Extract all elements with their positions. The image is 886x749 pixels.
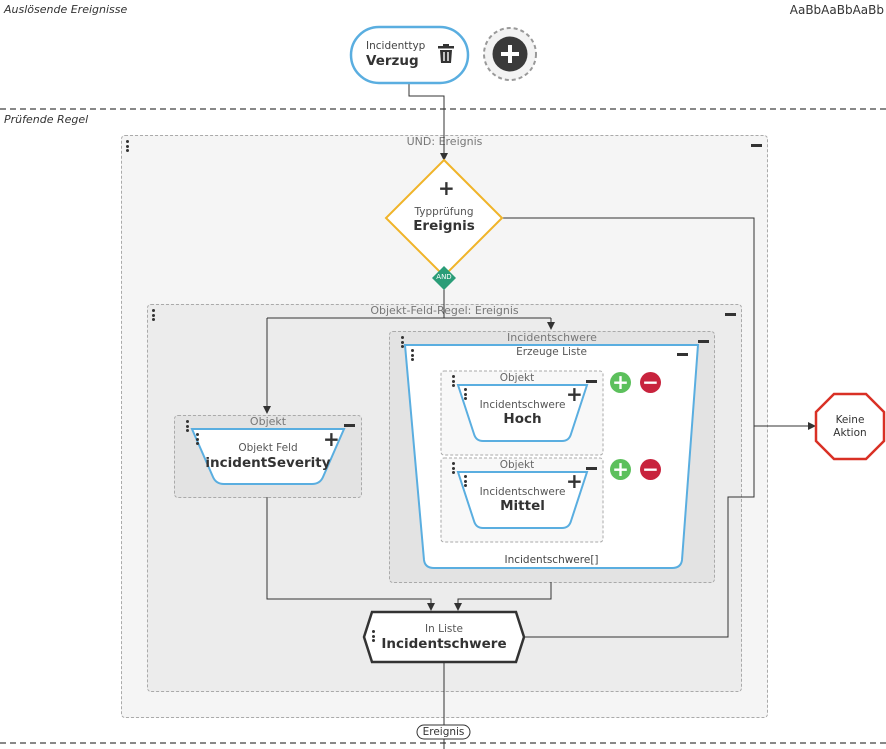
in-list-node[interactable]: In Liste Incidentschwere (364, 612, 524, 662)
and-badge[interactable]: AND (436, 273, 452, 281)
object-high-menu-icon[interactable] (452, 375, 456, 389)
trigger-node-shape (349, 25, 470, 85)
object-mid-title: Objekt (499, 459, 535, 471)
object-mid-menu-icon[interactable] (452, 462, 456, 476)
connector-inlist-right (524, 426, 755, 638)
object-mid[interactable]: Objekt + Incidentschwere Mittel (441, 458, 603, 542)
list-node[interactable]: Erzeuge Liste Incidentschwere[] (405, 345, 698, 568)
trigger-node[interactable]: Incidenttyp Verzug (351, 27, 468, 83)
object-mid-node-menu-icon[interactable] (464, 475, 468, 489)
no-action-shape (814, 392, 886, 461)
object-high-node-menu-icon[interactable] (464, 388, 468, 402)
no-action-node[interactable]: Keine Aktion (816, 394, 884, 459)
object-high-add-icon[interactable]: + (566, 382, 583, 406)
connector-trigger (408, 83, 448, 161)
object-mid-shape (456, 471, 589, 529)
object-left-shape (190, 428, 346, 485)
object-left-menu-icon[interactable] (186, 420, 190, 434)
incident-group-title: Incidentschwere (507, 331, 597, 344)
object-high-value: Hoch (503, 411, 542, 427)
object-left-value: incidentSeverity (205, 455, 331, 471)
connector-diamond-stop (502, 217, 816, 430)
incident-group-collapse-icon[interactable] (698, 340, 709, 343)
trigger-value: Verzug (366, 53, 419, 69)
in-list-value: Incidentschwere (381, 636, 507, 652)
object-mid-collapse-icon[interactable] (586, 467, 597, 470)
in-list-shape (362, 610, 526, 664)
incident-group-menu-icon[interactable] (401, 336, 405, 350)
field-rule-group-menu-icon[interactable] (152, 309, 156, 323)
type-check-add-icon[interactable]: + (438, 176, 455, 200)
list-node-footer: Incidentschwere[] (504, 554, 599, 566)
object-left-node[interactable]: + Objekt Feld incidentSeverity (192, 429, 344, 484)
list-node-collapse-icon[interactable] (677, 353, 688, 356)
field-rule-group-collapse-icon[interactable] (725, 313, 736, 316)
and-group-menu-icon[interactable] (126, 140, 130, 154)
section-title-rule: Prüfende Regel (4, 113, 89, 126)
type-check-label: Typprüfung (414, 206, 474, 218)
add-trigger-button[interactable] (484, 28, 536, 80)
bottom-tag[interactable]: Ereignis (422, 726, 465, 738)
connector-left-to-inlist (266, 497, 435, 611)
object-high-shape (456, 384, 589, 442)
no-action-line2: Aktion (833, 427, 867, 439)
object-left-node-menu-icon[interactable] (196, 433, 200, 447)
list-node-menu-icon[interactable] (411, 349, 415, 363)
remove-high-button[interactable]: − (640, 372, 661, 393)
section-title-trigger: Auslösende Ereignisse (4, 3, 128, 16)
and-group-collapse-icon[interactable] (751, 144, 762, 147)
section-divider (0, 108, 886, 110)
object-mid-value: Mittel (500, 498, 545, 514)
type-check-node[interactable]: + Typprüfung Ereignis (386, 160, 502, 276)
font-size-selector[interactable]: AaBbAaBbAaBb (789, 3, 884, 17)
object-mid-add-icon[interactable]: + (566, 469, 583, 493)
section-divider-bottom (0, 742, 886, 744)
object-left-collapse-icon[interactable] (344, 424, 355, 427)
add-mid-button[interactable]: + (610, 459, 631, 480)
object-left-add-icon[interactable]: + (323, 427, 340, 451)
object-left-title: Objekt (249, 415, 287, 428)
connector-list-to-inlist (454, 582, 552, 611)
object-high[interactable]: Objekt + Incidentschwere Hoch (441, 371, 603, 455)
object-mid-label: Incidentschwere (479, 486, 566, 498)
remove-mid-button[interactable]: − (640, 459, 661, 480)
object-left-label: Objekt Feld (238, 442, 298, 454)
in-list-menu-icon[interactable] (372, 630, 376, 644)
object-high-collapse-icon[interactable] (586, 380, 597, 383)
trash-icon[interactable] (438, 44, 454, 63)
type-check-value: Ereignis (413, 218, 475, 234)
add-high-button[interactable]: + (610, 372, 631, 393)
and-badge-shape (432, 266, 456, 290)
trigger-label: Incidenttyp (366, 40, 426, 52)
in-list-label: In Liste (425, 623, 463, 635)
bottom-tag-shape (416, 724, 471, 740)
object-high-title: Objekt (499, 372, 535, 384)
no-action-line1: Keine (835, 414, 865, 426)
list-node-title: Erzeuge Liste (516, 346, 587, 358)
object-high-label: Incidentschwere (479, 399, 566, 411)
